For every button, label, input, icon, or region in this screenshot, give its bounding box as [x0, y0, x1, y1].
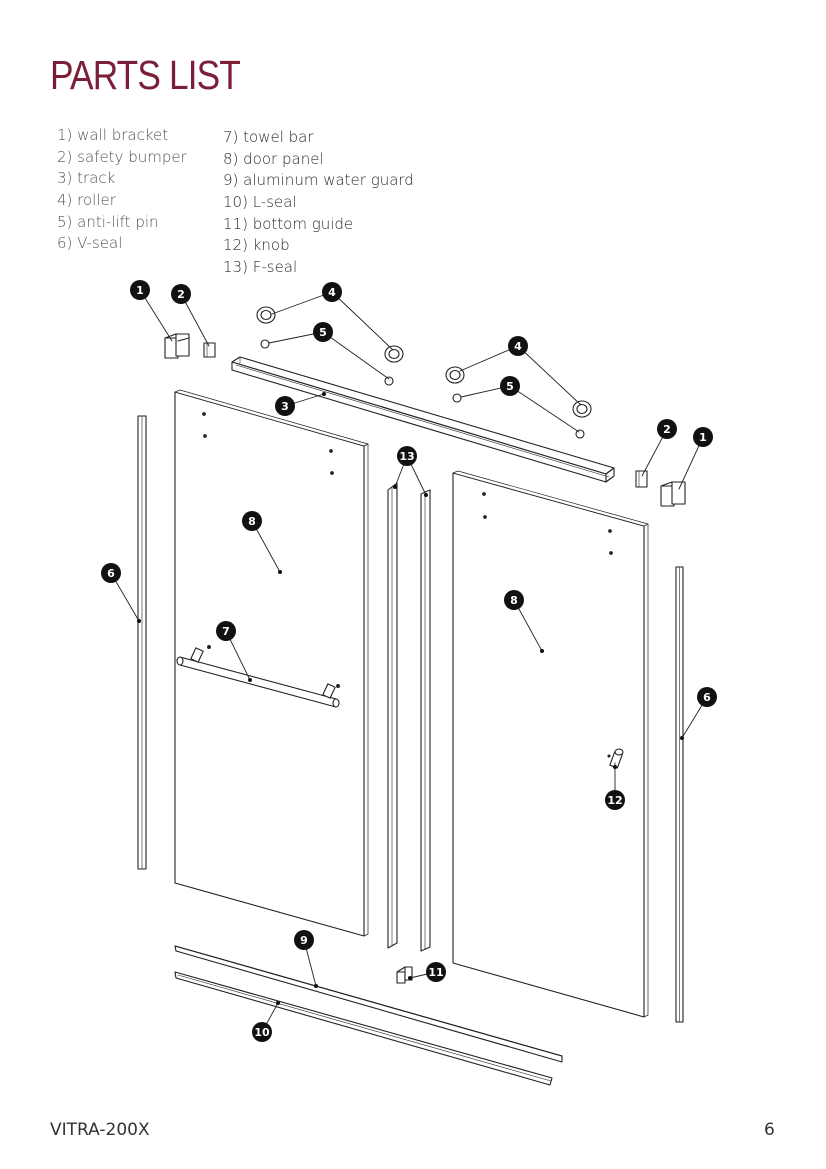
roller	[384, 345, 404, 363]
callout-number: 6	[703, 691, 711, 704]
callout-number: 11	[428, 966, 443, 979]
anti-lift-pin	[452, 393, 462, 403]
callout-badge: 1	[693, 427, 713, 447]
callout-number: 8	[248, 515, 256, 528]
parts-list-column-2: 7) towel bar 8) door panel 9) aluminum w…	[223, 127, 414, 279]
callout-number: 1	[699, 431, 707, 444]
callout-number: 6	[107, 567, 115, 580]
parts-list-item: 10) L-seal	[223, 193, 297, 212]
callout-badge: 4	[322, 282, 342, 302]
parts-list-item: 5) anti-lift pin	[57, 212, 159, 231]
parts-list-item: 9) aluminum water guard	[223, 171, 414, 190]
anchor-dots	[137, 392, 684, 1005]
parts-list-item: 12) knob	[223, 236, 290, 255]
page-number: 6	[764, 1120, 775, 1140]
callout-number: 12	[607, 794, 622, 807]
callout-badge: 2	[171, 284, 191, 304]
callout-badge: 5	[313, 322, 333, 342]
callout-badge: 8	[242, 511, 262, 531]
callout-badge: 3	[275, 396, 295, 416]
callout-number: 10	[254, 1026, 270, 1039]
callout-badge: 5	[500, 376, 520, 396]
bottom-guide	[396, 966, 413, 984]
parts-list-item: 1) wall bracket	[57, 126, 169, 144]
callout-badge: 12	[605, 790, 625, 810]
callout-badge: 10	[252, 1022, 272, 1042]
callout-badge: 13	[397, 446, 417, 466]
callout-number: 4	[328, 286, 336, 299]
page-title: PARTS LIST	[50, 52, 241, 98]
f-seal-b	[420, 489, 431, 952]
v-seal-right	[675, 566, 684, 1023]
safety-bumper-left	[203, 342, 216, 358]
callout-badge: 1	[130, 280, 150, 300]
parts-list-item: 13) F-seal	[223, 258, 298, 277]
parts-list-item: 3) track	[57, 169, 116, 188]
door-panel-left	[174, 389, 369, 937]
callout-number: 7	[222, 625, 230, 638]
callout-number: 2	[177, 288, 185, 301]
parts-list-item: 2) safety bumper	[57, 147, 187, 166]
parts-list-item: 6) V-seal	[57, 234, 123, 253]
callout-number: 8	[510, 594, 518, 607]
track	[231, 356, 615, 483]
callout-number: 1	[136, 284, 144, 297]
callout-number: 5	[506, 380, 514, 393]
safety-bumper-right	[635, 470, 648, 488]
f-seal-a	[387, 482, 398, 949]
towel-bar	[176, 645, 340, 708]
roller	[572, 400, 592, 418]
parts-list-item: 8) door panel	[223, 149, 324, 168]
door-panel-right	[452, 470, 649, 1018]
callout-number: 4	[514, 340, 522, 353]
callout-badge: 2	[657, 419, 677, 439]
callout-badge: 4	[508, 336, 528, 356]
roller	[256, 306, 276, 324]
callout-number: 3	[281, 400, 289, 413]
callout-badge: 6	[697, 687, 717, 707]
anti-lift-pin	[260, 339, 270, 349]
callout-badge: 9	[294, 930, 314, 950]
aluminum-water-guard	[174, 945, 563, 1063]
callout-badge: 6	[101, 563, 121, 583]
l-seal	[174, 971, 553, 1086]
roller	[445, 366, 465, 384]
callout-number: 9	[300, 934, 308, 947]
model-number: VITRA-200X	[50, 1120, 150, 1140]
callout-badge: 7	[216, 621, 236, 641]
parts-list-column-1: 1) wall bracket 2) safety bumper 3) trac…	[57, 125, 187, 255]
parts-list-item: 11) bottom guide	[223, 214, 354, 233]
callout-badge: 11	[426, 962, 446, 982]
wall-bracket-right	[660, 481, 686, 507]
anti-lift-pin	[384, 376, 394, 386]
v-seal-left	[137, 415, 147, 870]
callout-number: 2	[663, 423, 671, 436]
callout-number: 13	[399, 450, 414, 463]
callout-badge: 8	[504, 590, 524, 610]
parts-list-item: 7) towel bar	[223, 128, 314, 146]
wall-bracket-left	[164, 333, 190, 359]
anti-lift-pin	[575, 429, 585, 439]
callout-number: 5	[319, 326, 327, 339]
parts-list-item: 4) roller	[57, 191, 116, 210]
